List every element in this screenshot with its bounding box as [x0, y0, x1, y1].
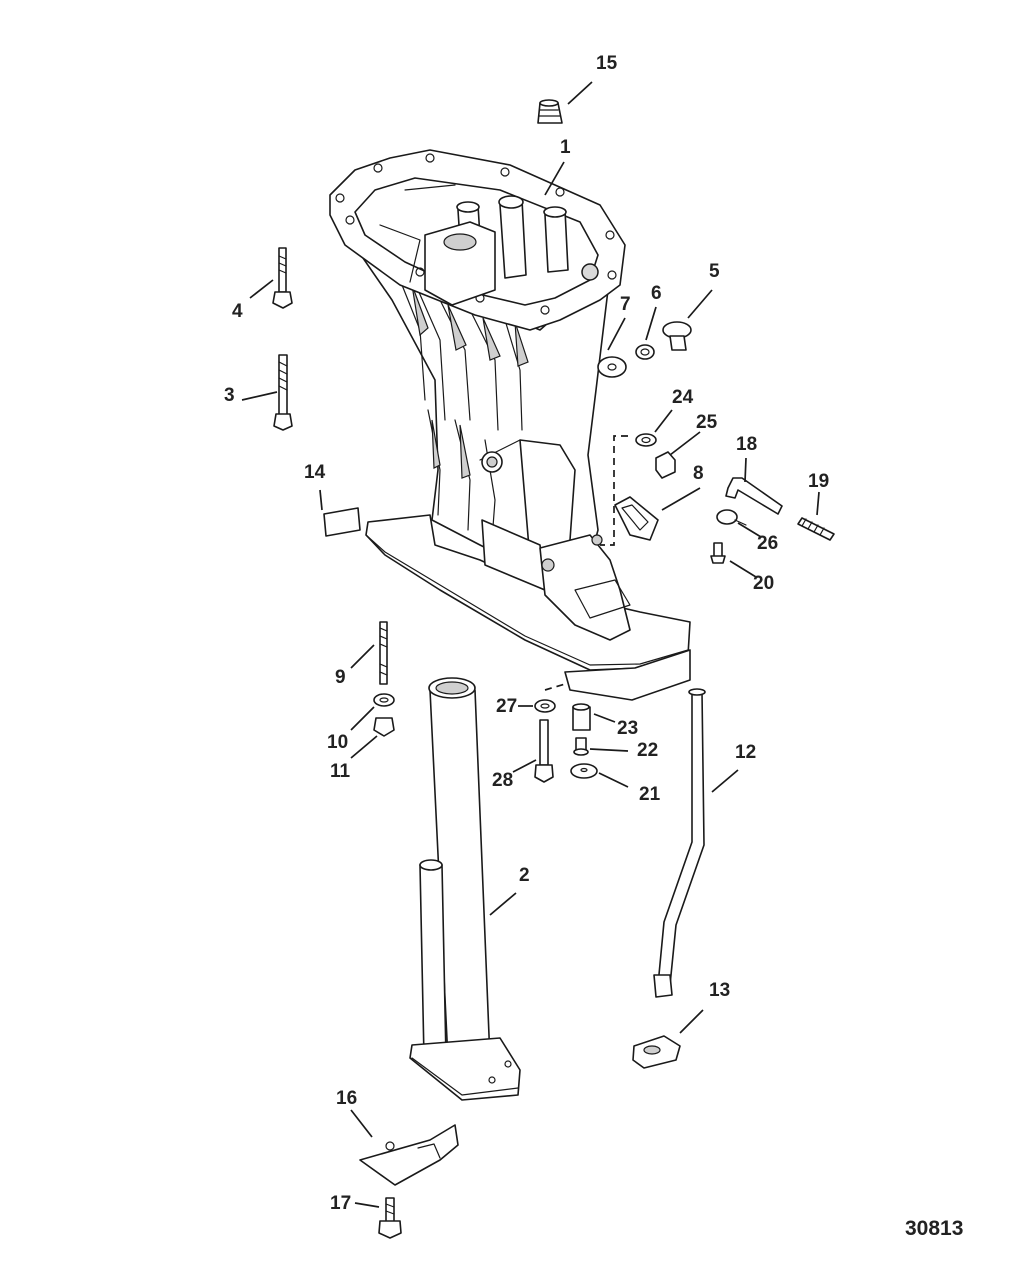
plug — [662, 321, 692, 351]
callout-9: 9 — [335, 667, 346, 688]
figure-number: 30813 — [905, 1217, 963, 1240]
stud — [379, 621, 388, 685]
callout-19: 19 — [808, 471, 829, 492]
leader-lines — [241, 81, 820, 1208]
callout-5: 5 — [709, 261, 720, 282]
callout-27: 27 — [496, 696, 517, 717]
dashed-line-27 — [544, 683, 566, 691]
callout-24: 24 — [672, 387, 694, 408]
callout-23: 23 — [617, 718, 638, 739]
callout-7: 7 — [620, 294, 631, 315]
callout-1: 1 — [560, 137, 571, 158]
plate — [359, 1124, 459, 1186]
callout-21: 21 — [639, 784, 661, 805]
bolt-long — [273, 354, 293, 431]
callout-18: 18 — [736, 434, 757, 455]
nut — [655, 451, 676, 479]
tube-seal-holder — [632, 974, 681, 1069]
callout-17: 17 — [330, 1193, 351, 1214]
mount-bolt — [534, 719, 554, 783]
bolt-washer — [534, 699, 556, 713]
exhaust-tube — [409, 677, 521, 1101]
stud-nut — [373, 717, 395, 737]
callout-labels: 1 2 3 4 5 6 7 8 9 10 11 12 13 14 15 16 1… — [224, 53, 829, 1214]
callout-13: 13 — [709, 980, 730, 1001]
callout-14: 14 — [304, 462, 326, 483]
callout-2: 2 — [519, 865, 530, 886]
callout-20: 20 — [753, 573, 774, 594]
driveshaft-housing — [329, 149, 691, 701]
hose-clamp — [716, 509, 747, 526]
callout-8: 8 — [693, 463, 704, 484]
callout-4: 4 — [232, 301, 243, 322]
rubber-pad — [570, 763, 598, 779]
callout-10: 10 — [327, 732, 348, 753]
washer — [635, 433, 657, 447]
sleeve — [572, 703, 591, 731]
callout-22: 22 — [637, 740, 658, 761]
washer-small — [635, 344, 655, 360]
callout-28: 28 — [492, 770, 513, 791]
bushing — [573, 737, 589, 756]
stud-washer — [373, 693, 395, 707]
screw — [378, 1197, 402, 1239]
hose — [725, 477, 783, 515]
rubber-mount — [614, 496, 659, 541]
callout-12: 12 — [735, 742, 756, 763]
flat-washer — [597, 356, 627, 378]
bolt-short — [272, 247, 293, 309]
grommet — [537, 99, 563, 124]
callout-15: 15 — [596, 53, 618, 74]
decal — [323, 507, 361, 537]
dashed-bracket — [600, 435, 628, 546]
callout-25: 25 — [696, 412, 718, 433]
callout-6: 6 — [651, 283, 662, 304]
callout-26: 26 — [757, 533, 778, 554]
callout-11: 11 — [330, 761, 351, 782]
water-tube — [657, 688, 706, 986]
threaded-rod — [797, 517, 835, 541]
callout-3: 3 — [224, 385, 235, 406]
water-fitting — [710, 542, 726, 564]
callout-16: 16 — [336, 1088, 357, 1109]
